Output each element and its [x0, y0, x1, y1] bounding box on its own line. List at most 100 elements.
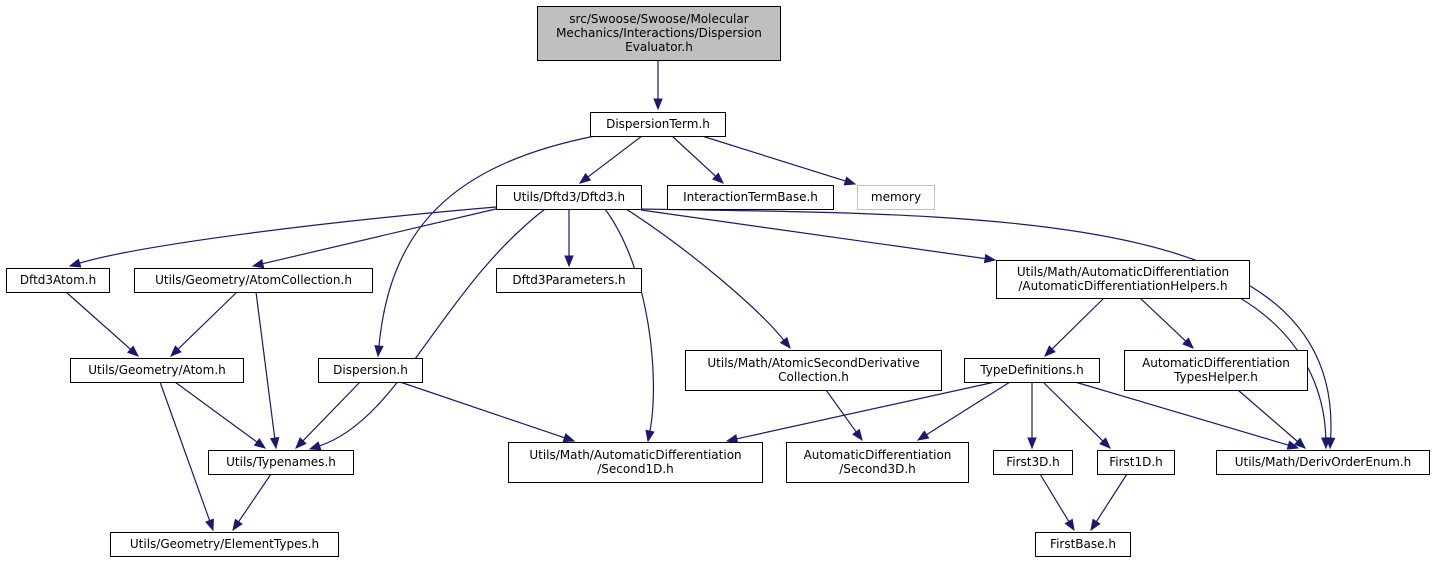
node-label: Mechanics/Interactions/Dispersion — [556, 26, 762, 40]
node-box — [1035, 532, 1131, 557]
node-label: /Second1D.h — [597, 462, 674, 476]
node-element-types[interactable]: Utils/Geometry/ElementTypes.h — [110, 532, 339, 557]
edge-line — [174, 381, 259, 444]
node-dftd3[interactable]: Utils/Dftd3/Dftd3.h — [496, 185, 642, 210]
edge-atom-collection-to-typenames — [255, 291, 280, 450]
node-label: First1D.h — [1109, 455, 1163, 469]
edge-dftd3-to-dftd3-parameters — [564, 209, 574, 268]
node-label: Utils/Math/DerivOrderEnum.h — [1235, 455, 1412, 469]
edge-arrowhead — [170, 345, 182, 357]
node-box — [1124, 350, 1308, 391]
edge-line — [671, 135, 717, 178]
node-box — [590, 112, 726, 137]
node-dispersion-term[interactable]: DispersionTerm.h — [590, 112, 726, 137]
edge-ad-helpers-to-type-definitions — [1044, 297, 1105, 357]
edges-layer — [65, 60, 1336, 532]
edge-line — [399, 381, 566, 439]
edge-line — [78, 206, 497, 264]
node-root: src/Swoose/Swoose/MolecularMechanics/Int… — [537, 6, 781, 61]
node-box — [667, 185, 834, 210]
edge-type-definitions-to-deriv-order-enum — [1074, 381, 1300, 450]
node-interaction-term-base[interactable]: InteractionTermBase.h — [667, 185, 834, 210]
edge-line — [237, 473, 272, 523]
node-memory[interactable]: memory — [857, 185, 935, 210]
node-label: Dftd3Atom.h — [20, 273, 96, 287]
node-label: Utils/Geometry/AtomCollection.h — [155, 273, 352, 287]
node-label: DispersionTerm.h — [606, 117, 710, 131]
node-first-base[interactable]: FirstBase.h — [1035, 532, 1131, 557]
node-ad-helpers[interactable]: Utils/Math/AutomaticDifferentiation/Auto… — [996, 260, 1250, 299]
edge-arrowhead — [127, 345, 140, 357]
edge-dispersion-to-second1d — [399, 381, 576, 443]
node-second1d[interactable]: Utils/Math/AutomaticDifferentiation/Seco… — [508, 442, 763, 483]
edge-line — [1095, 473, 1128, 523]
edge-arrowhead — [1321, 437, 1331, 450]
edge-dftd3-to-dftd3-atom — [68, 206, 497, 268]
node-atomic-second-derivative[interactable]: Utils/Math/AtomicSecondDerivativeCollect… — [685, 350, 942, 391]
node-second3d[interactable]: AutomaticDifferentiation/Second3D.h — [786, 442, 969, 483]
node-label: Utils/Dftd3/Dftd3.h — [513, 190, 625, 204]
edge-atom-collection-to-atom — [170, 291, 238, 357]
edge-arrowhead — [1182, 337, 1194, 349]
edge-line — [378, 135, 596, 348]
node-dftd3-parameters[interactable]: Dftd3Parameters.h — [496, 268, 642, 293]
edge-arrowhead — [251, 258, 265, 269]
node-label: Utils/Math/AtomicSecondDerivative — [707, 356, 919, 370]
edge-line — [1139, 297, 1187, 343]
edge-arrowhead — [725, 434, 739, 444]
edge-ad-helpers-to-deriv-order-enum — [1239, 297, 1331, 450]
edge-arrowhead — [1027, 437, 1037, 450]
edge-arrowhead — [843, 176, 857, 186]
edge-type-definitions-to-second1d — [725, 381, 996, 444]
node-deriv-order-enum[interactable]: Utils/Math/DerivOrderEnum.h — [1216, 450, 1430, 475]
node-first3d[interactable]: First3D.h — [993, 450, 1073, 475]
node-label: AutomaticDifferentiation — [1142, 356, 1290, 370]
edge-line — [301, 381, 361, 442]
node-label: /Second3D.h — [839, 462, 916, 476]
node-box — [857, 185, 935, 210]
edge-type-definitions-to-first3d — [1027, 382, 1037, 450]
edge-line — [925, 381, 1011, 436]
edge-line — [1050, 297, 1105, 351]
node-dispersion[interactable]: Dispersion.h — [318, 358, 423, 383]
edge-line — [318, 208, 546, 447]
node-label: Collection.h — [778, 370, 849, 384]
edge-dftd3-to-ad-helpers — [640, 209, 997, 264]
edge-atomic-second-derivative-to-second3d — [825, 389, 863, 442]
node-box — [786, 442, 969, 483]
node-box — [70, 358, 244, 383]
edge-dispersion-term-to-memory — [701, 135, 857, 186]
node-box — [318, 358, 423, 383]
edge-arrowhead — [578, 172, 592, 184]
edge-first1d-to-first-base — [1090, 473, 1128, 532]
edge-line — [1239, 297, 1327, 440]
node-dftd3-atom[interactable]: Dftd3Atom.h — [6, 268, 110, 293]
nodes-layer: src/Swoose/Swoose/MolecularMechanics/Int… — [6, 6, 1430, 557]
node-atom[interactable]: Utils/Geometry/Atom.h — [70, 358, 244, 383]
node-box — [208, 450, 354, 475]
edge-dispersion-term-to-dispersion — [374, 135, 596, 358]
edge-type-definitions-to-first1d — [1042, 381, 1111, 449]
edge-dftd3-atom-to-atom — [65, 291, 140, 357]
edge-line — [701, 135, 847, 182]
edge-atom-to-element-types — [159, 381, 214, 532]
node-label: Dispersion.h — [333, 363, 408, 377]
edge-arrowhead — [295, 437, 307, 449]
node-first1d[interactable]: First1D.h — [1097, 450, 1175, 475]
node-box — [996, 260, 1250, 299]
node-typenames[interactable]: Utils/Typenames.h — [208, 450, 354, 475]
edge-arrowhead — [68, 258, 82, 268]
edge-line — [261, 207, 501, 265]
node-box — [685, 350, 942, 391]
node-type-definitions[interactable]: TypeDefinitions.h — [964, 358, 1100, 383]
edge-arrowhead — [232, 518, 243, 532]
edge-line — [1074, 381, 1290, 447]
node-label: Utils/Geometry/Atom.h — [88, 363, 225, 377]
node-atom-collection[interactable]: Utils/Geometry/AtomCollection.h — [134, 268, 373, 293]
edge-line — [1042, 381, 1105, 443]
node-label: Utils/Geometry/ElementTypes.h — [130, 537, 319, 551]
edge-first3d-to-first-base — [1039, 473, 1075, 532]
node-label: Utils/Math/AutomaticDifferentiation — [529, 448, 741, 462]
